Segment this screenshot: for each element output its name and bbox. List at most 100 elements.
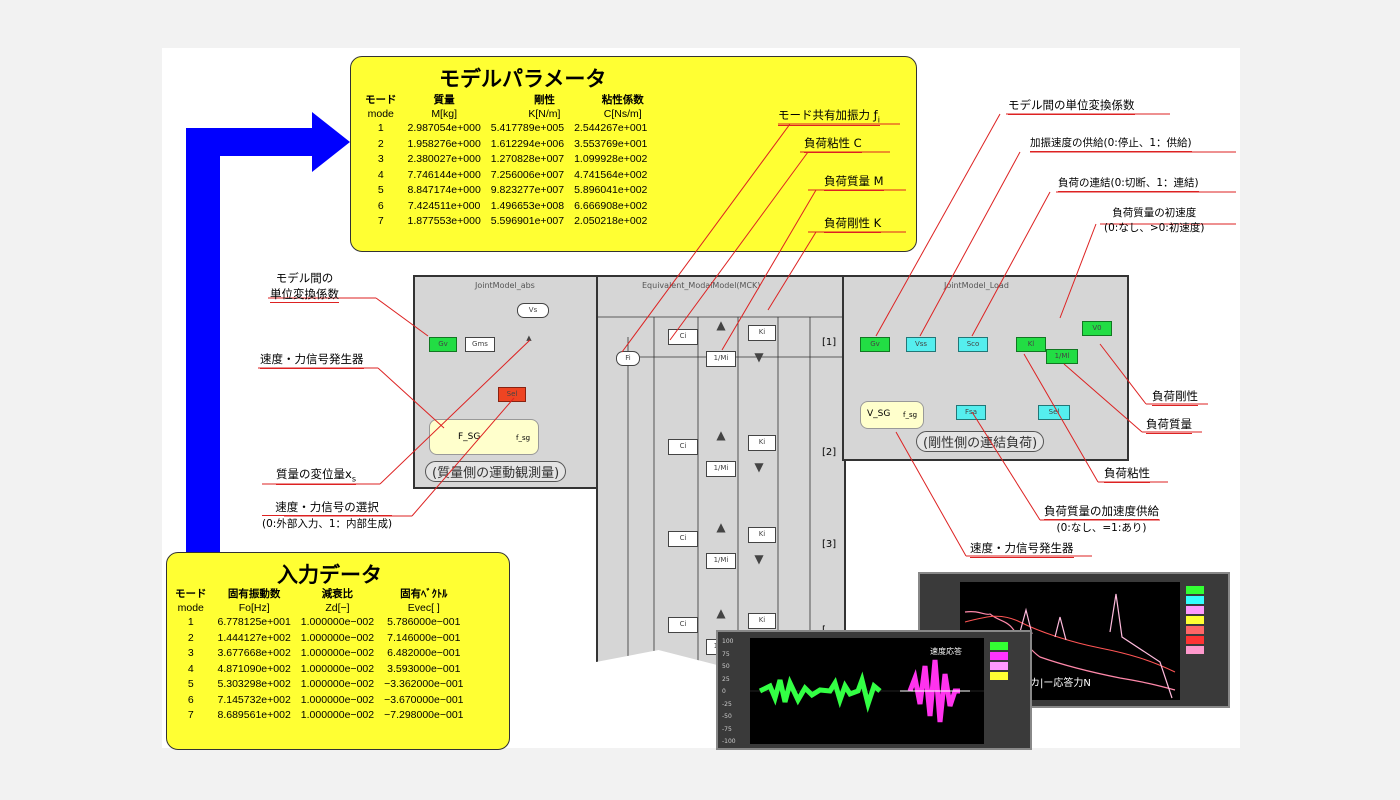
table-cell: 1.958276e+000: [407, 137, 481, 150]
load-stiffness-label: 負荷剛性: [1152, 388, 1198, 406]
force-input-node[interactable]: Fi: [616, 351, 640, 366]
velocity-block[interactable]: Vs: [517, 303, 549, 318]
sig-gen-bottom-label: 速度・力信号発生器: [970, 540, 1074, 558]
selector-block[interactable]: Sel: [498, 387, 526, 402]
table-cell: 1.000000e−002: [300, 616, 375, 628]
table-subheader-row: mode M[kg] K[N/m] C[Ns/m]: [367, 108, 642, 120]
damping-block[interactable]: Ci: [668, 531, 698, 547]
load-viscosity-label: 負荷粘性: [1104, 465, 1150, 483]
integrator-triangle[interactable]: ▲: [716, 520, 726, 534]
table-cell: 4: [377, 168, 384, 181]
stiffness-block[interactable]: Ki: [748, 325, 776, 341]
panel-title: JointModel_Load: [944, 281, 1009, 290]
integrator-triangle[interactable]: ▼: [754, 350, 764, 364]
table-cell: 1: [187, 616, 194, 628]
integrator-triangle[interactable]: ▲: [716, 606, 726, 620]
integrator-triangle[interactable]: ▼: [754, 460, 764, 474]
table-cell: 6: [187, 693, 194, 706]
mass-inverse-block[interactable]: 1/Mi: [706, 461, 736, 477]
integrator-triangle[interactable]: ▲: [716, 318, 726, 332]
mode-tag: [3]: [822, 539, 837, 550]
accel-supply-label: 加振速度の供給(0:停止、1：供給): [1030, 135, 1192, 152]
table-header-row: モード 固有振動数 減衰比 固有ﾍﾞｸﾄﾙ: [175, 588, 448, 600]
stiffness-block[interactable]: Ki: [748, 527, 776, 543]
left-panel-caption: (質量側の運動観測量): [425, 461, 567, 482]
table-cell: −3.670000e−001: [384, 693, 464, 706]
mass-inverse-block[interactable]: 1/Mi: [706, 553, 736, 569]
integrator-triangle[interactable]: ▲: [526, 334, 532, 342]
table-cell: 1.000000e−002: [300, 662, 375, 675]
table-cell: 7: [377, 215, 384, 227]
gain-block[interactable]: Gms: [465, 337, 495, 352]
input-data-title: 入力データ: [277, 563, 382, 587]
table-cell: 3.593000e−001: [387, 662, 461, 675]
load-mass-block[interactable]: 1/Ml: [1046, 349, 1078, 364]
table-cell: 1.877553e+000: [407, 215, 481, 227]
stiffness-block[interactable]: Ki: [748, 613, 776, 629]
y-tick-label: 25: [722, 675, 730, 683]
table-cell: 1.000000e−002: [300, 678, 375, 690]
table-cell: 2: [187, 631, 194, 644]
stiffness-block[interactable]: Ki: [748, 435, 776, 451]
load-mass-label: 負荷質量: [1146, 416, 1192, 434]
unit-conv-top-label: モデル間の単位変換係数: [1008, 97, 1135, 115]
table-cell: 1.000000e−002: [300, 647, 375, 659]
legend-swatch: [1186, 626, 1204, 634]
mass-inverse-block[interactable]: 1/Mi: [706, 351, 736, 367]
table-subheader-row: mode Fo[Hz] Zd[−] Evec[ ]: [177, 602, 440, 614]
table-cell: 1.612294e+006: [490, 137, 565, 150]
table-cell: 5.596901e+007: [490, 215, 565, 227]
table-cell: 7.424511e+000: [407, 199, 481, 212]
init-vel-block[interactable]: V0: [1082, 321, 1112, 336]
connect-block[interactable]: Sco: [958, 337, 988, 352]
unit-conv-block[interactable]: Gv: [429, 337, 457, 352]
table-cell: −3.362000e−001: [384, 678, 464, 690]
load-stiffness-block[interactable]: Kl: [1016, 337, 1046, 352]
load-stiffness-k-label: 負荷剛性 K: [824, 215, 882, 233]
right-panel-caption: (剛性側の連結負荷): [916, 431, 1045, 452]
left-signal-generator[interactable]: F_SG f_sg: [429, 419, 539, 455]
legend-swatch: [1186, 596, 1204, 604]
right-signal-generator[interactable]: V_SG f_sg: [860, 401, 924, 429]
load-viscosity-c-label: 負荷粘性 C: [804, 135, 862, 153]
load-select-block[interactable]: Sel: [1038, 405, 1070, 420]
load-accel-supply-label: 負荷質量の加速度供給(0:なし、=1:あり): [1044, 504, 1159, 534]
table-cell: 1.444127e+002: [217, 631, 291, 644]
table-cell: 1: [377, 122, 384, 134]
legend-swatch: [990, 642, 1008, 650]
right-panel-joint-load: JointModel_Load Gv Vss Sco Kl 1/Ml V0 Fs…: [842, 275, 1129, 461]
table-cell: 7.746144e+000: [407, 168, 481, 181]
velocity-scope-legend: [990, 640, 1012, 682]
damping-block[interactable]: Ci: [668, 329, 698, 345]
integrator-triangle[interactable]: ▲: [716, 428, 726, 442]
table-cell: 1.099928e+002: [574, 153, 648, 165]
right-unit-conv-block[interactable]: Gv: [860, 337, 890, 352]
table-cell: 3.553769e+001: [574, 137, 648, 150]
load-accel-block[interactable]: Fsa: [956, 405, 986, 420]
legend-swatch: [1186, 616, 1204, 624]
mode-shared-force-label: モード共有加振力 ƒi: [778, 108, 880, 127]
damping-block[interactable]: Ci: [668, 617, 698, 633]
velocity-plot-area: [750, 638, 984, 744]
damping-block[interactable]: Ci: [668, 439, 698, 455]
y-tick-label: 100: [722, 638, 734, 645]
sig-select-label: 速度・力信号の選択(0:外部入力、1：内部生成): [262, 500, 393, 530]
table-cell: 4.741564e+002: [574, 168, 648, 181]
y-tick-label: -100: [722, 738, 736, 745]
table-cell: 5: [377, 184, 384, 196]
integrator-triangle[interactable]: ▼: [754, 552, 764, 566]
table-cell: 3.677668e+002: [217, 647, 291, 659]
table-cell: 5.896041e+002: [574, 184, 648, 196]
y-tick-label: 75: [722, 650, 730, 658]
table-cell: 5: [187, 678, 194, 690]
accel-supply-block[interactable]: Vss: [906, 337, 936, 352]
